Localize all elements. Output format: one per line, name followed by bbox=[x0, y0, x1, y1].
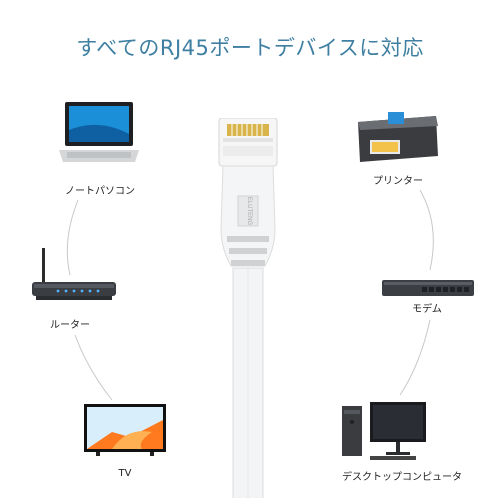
rj45-cable: ELUTENG bbox=[218, 118, 278, 498]
brand-plate bbox=[237, 195, 259, 227]
modem-image bbox=[382, 280, 474, 296]
gold-contacts bbox=[227, 124, 269, 136]
printer-image bbox=[358, 112, 438, 162]
desktop-image bbox=[342, 402, 426, 460]
brand-text: ELUTENG bbox=[246, 197, 252, 226]
tv-label: TV bbox=[118, 468, 132, 479]
desktop-label: デスクトップコンピュータ bbox=[342, 472, 462, 483]
arc-left-upper bbox=[66, 199, 79, 276]
arc-left-lower bbox=[74, 334, 113, 401]
printer-label: プリンター bbox=[373, 176, 423, 187]
headline: すべてのRJ45ポートデバイスに対応 bbox=[76, 36, 424, 60]
tv-image bbox=[84, 404, 166, 456]
arc-right-upper bbox=[419, 189, 434, 271]
router-image bbox=[32, 248, 116, 300]
laptop-image bbox=[59, 102, 139, 162]
modem-label: モデム bbox=[412, 304, 442, 315]
router-label: ルーター bbox=[50, 320, 90, 331]
laptop-label: ノートパソコン bbox=[65, 186, 135, 197]
arc-right-lower bbox=[399, 319, 431, 396]
